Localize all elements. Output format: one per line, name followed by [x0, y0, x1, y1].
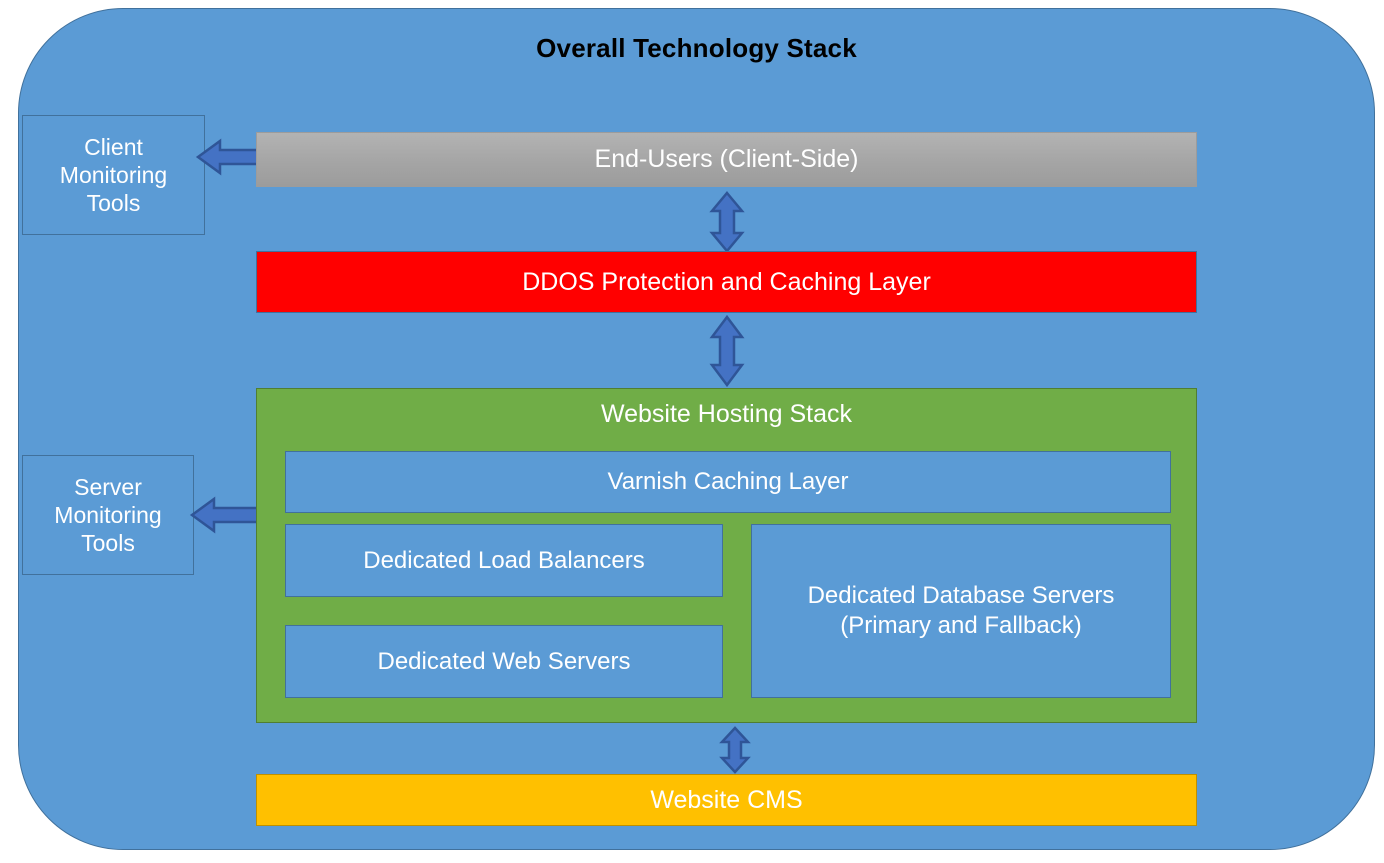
arrow-double-vertical-icon-hosting-cms [719, 726, 751, 774]
client-monitoring-tools-box: Client Monitoring Tools [22, 115, 205, 235]
varnish-caching-layer-box: Varnish Caching Layer [285, 451, 1171, 513]
arrow-left-icon-to-server-monitoring-tools [189, 496, 260, 534]
client-monitoring-tools-label: Client Monitoring Tools [59, 133, 168, 217]
website-hosting-stack-label: Website Hosting Stack [600, 400, 853, 428]
dedicated-web-servers-box: Dedicated Web Servers [285, 625, 723, 698]
page-title: Overall Technology Stack [536, 33, 857, 63]
dedicated-load-balancers-label: Dedicated Load Balancers [363, 546, 645, 574]
server-monitoring-tools-box: Server Monitoring Tools [22, 455, 194, 575]
dedicated-load-balancers-box: Dedicated Load Balancers [285, 524, 723, 597]
website-hosting-stack-box: Website Hosting Stack Varnish Caching La… [256, 388, 1197, 723]
dedicated-web-servers-label: Dedicated Web Servers [377, 647, 631, 675]
arrow-double-vertical-icon-users-ddos [709, 191, 745, 253]
website-cms-box: Website CMS [256, 774, 1197, 826]
ddos-protection-layer-label: DDOS Protection and Caching Layer [522, 267, 931, 296]
dedicated-database-servers-label: Dedicated Database Servers (Primary and … [807, 582, 1115, 639]
end-users-layer-box: End-Users (Client-Side) [256, 132, 1197, 187]
varnish-caching-layer-label: Varnish Caching Layer [607, 468, 849, 496]
ddos-protection-layer-box: DDOS Protection and Caching Layer [256, 251, 1197, 313]
server-monitoring-tools-label: Server Monitoring Tools [54, 473, 162, 557]
arrow-left-icon-to-client-monitoring-tools [195, 138, 260, 176]
website-cms-label: Website CMS [650, 785, 803, 814]
end-users-layer-label: End-Users (Client-Side) [594, 145, 859, 173]
dedicated-database-servers-box: Dedicated Database Servers (Primary and … [751, 524, 1171, 698]
arrow-double-vertical-icon-ddos-hosting [709, 314, 745, 388]
